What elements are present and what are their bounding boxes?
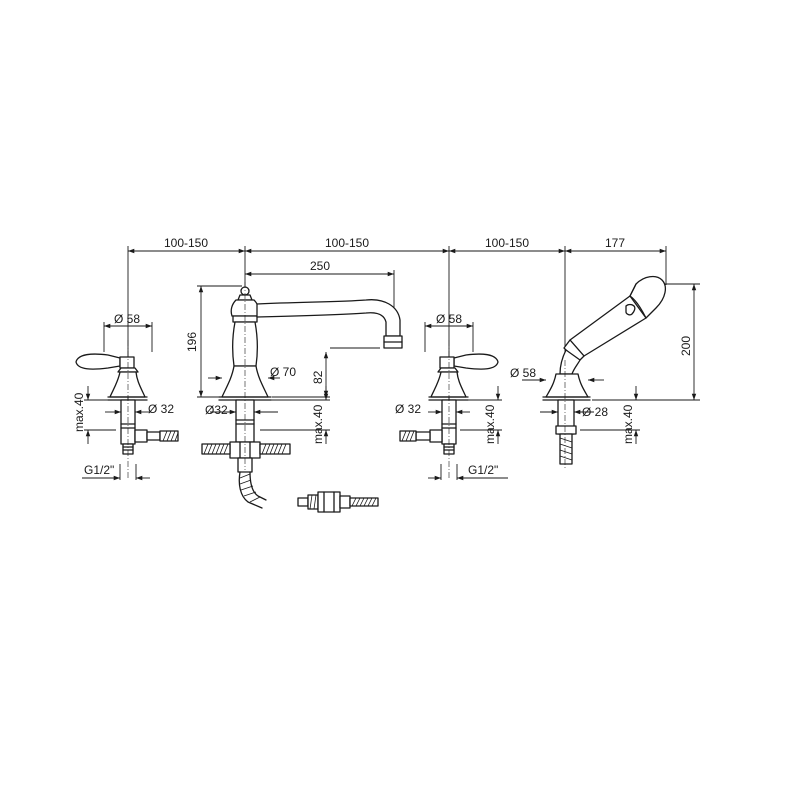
right-valve xyxy=(399,340,499,480)
shower-height-label: 200 xyxy=(679,336,693,356)
spout-height-label: 196 xyxy=(185,332,199,352)
left-valve-diameter: Ø 58 xyxy=(114,312,140,326)
shower-max: max.40 xyxy=(621,404,635,444)
spout-reach-label: 250 xyxy=(310,259,330,273)
hand-shower xyxy=(542,275,667,470)
left-valve-thread: G1/2" xyxy=(84,463,114,477)
left-valve-max: max.40 xyxy=(72,392,86,432)
spout-outlet-height-label: 82 xyxy=(311,370,325,384)
flexible-hose xyxy=(297,491,379,513)
hand-shower-dimensions: 200 Ø 58 Ø 28 max.40 xyxy=(510,283,700,444)
spout-dimensions: 196 82 Ø 70 Ø32 max.40 xyxy=(185,285,380,444)
right-valve-max: max.40 xyxy=(483,404,497,444)
shower-reach-label: 177 xyxy=(605,236,625,250)
right-valve-dimensions: Ø 58 Ø 32 max.40 G1/2" xyxy=(395,312,508,481)
right-valve-diameter: Ø 58 xyxy=(436,312,462,326)
right-valve-thread: G1/2" xyxy=(468,463,498,477)
spacing-1-label: 100-150 xyxy=(164,236,208,250)
spout-max: max.40 xyxy=(311,404,325,444)
top-dimension-chain: 100-150 100-150 100-150 177 xyxy=(127,236,667,430)
spacing-2-label: 100-150 xyxy=(325,236,369,250)
spout-base-diameter: Ø 70 xyxy=(270,365,296,379)
left-valve-dimensions: Ø 58 Ø 32 max.40 G1/2" xyxy=(72,312,174,481)
shower-stem-diameter: Ø 28 xyxy=(582,405,608,419)
spacing-3-label: 100-150 xyxy=(485,236,529,250)
left-valve-stem: Ø 32 xyxy=(148,402,174,416)
spout xyxy=(201,282,403,509)
shower-base-diameter: Ø 58 xyxy=(510,366,536,380)
spout-stem-diameter: Ø32 xyxy=(205,403,228,417)
left-valve xyxy=(75,340,179,480)
right-valve-stem: Ø 32 xyxy=(395,402,421,416)
